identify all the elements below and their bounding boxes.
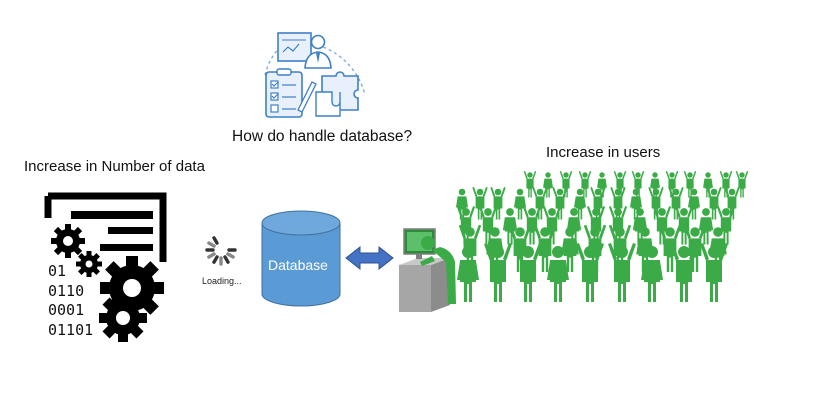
crowd-person — [583, 224, 607, 272]
crowd-person — [636, 227, 654, 272]
spinner-segment — [212, 255, 219, 264]
crowd-person — [683, 170, 697, 198]
crowd-person — [523, 170, 537, 198]
crowd-person — [641, 246, 663, 302]
crowd-person — [665, 170, 679, 198]
crowd-person — [543, 172, 553, 198]
crowd-person — [610, 187, 626, 220]
crowd-person — [490, 187, 506, 220]
loading-spinner-icon — [205, 234, 237, 266]
crowd-person — [724, 187, 740, 220]
crowd-person — [650, 172, 660, 198]
binary-line: 01 — [48, 262, 67, 280]
spinner-segment — [223, 255, 230, 264]
crowd-person — [613, 170, 627, 198]
crowd-person — [486, 227, 504, 272]
crowd-person — [514, 243, 542, 302]
crowd-person — [456, 206, 476, 245]
crowd-person — [608, 224, 632, 272]
crowd-person — [687, 188, 701, 220]
crowd-person — [706, 187, 722, 220]
database-label: Database — [268, 257, 328, 273]
crowd-person — [552, 187, 568, 220]
crowd-person — [522, 206, 542, 245]
crowd-person — [719, 170, 733, 198]
crowd-person — [532, 187, 548, 220]
crowd-person — [508, 224, 532, 272]
spinner-segment — [226, 241, 235, 248]
crowd-person — [561, 227, 579, 272]
crowd-person — [668, 187, 684, 220]
crowd-person — [578, 170, 592, 198]
crowd-person — [631, 170, 645, 198]
crowd-person — [658, 224, 682, 272]
crowd-person — [455, 188, 469, 220]
crowd-person — [458, 224, 482, 272]
crowd-person — [629, 188, 643, 220]
spinner-segment — [212, 236, 219, 245]
crowd-person — [586, 206, 606, 245]
binary-data-lines: 01 0110 0001 01101 — [48, 262, 93, 340]
crowd-person — [457, 246, 479, 302]
binary-line: 0001 — [48, 301, 85, 319]
crowd-person — [716, 206, 736, 245]
spinner-segment — [223, 236, 230, 245]
crowd-person — [547, 246, 569, 302]
crowd-person — [566, 208, 582, 245]
crowd-person — [674, 206, 694, 245]
question-heading: How do handle database? — [232, 128, 413, 145]
crowd-person — [698, 208, 714, 245]
crowd-person — [648, 187, 664, 220]
crowd-person — [670, 243, 698, 302]
crowd-person — [608, 206, 628, 245]
spinner-segment — [226, 252, 235, 259]
crowd-person — [478, 206, 498, 245]
crowd-person — [700, 243, 728, 302]
crowd-person — [533, 224, 557, 272]
crowd-person — [590, 187, 606, 220]
crowd-person — [597, 172, 607, 198]
spinner-segment — [207, 252, 216, 259]
crowd-person — [484, 243, 512, 302]
crowd-person — [608, 243, 636, 302]
crowd-person — [559, 170, 573, 198]
crowd-person — [573, 188, 587, 220]
crowd-person — [652, 206, 672, 245]
crowd-person — [513, 188, 527, 220]
loading-text: Loading... — [202, 276, 242, 286]
crowd-person — [542, 206, 562, 245]
crowd-person — [709, 227, 727, 272]
crowd-person — [472, 187, 488, 220]
binary-line: 0110 — [48, 281, 85, 300]
crowd-person — [502, 208, 518, 245]
user-growth-heading: Increase in users — [546, 144, 661, 161]
crowd-person — [703, 172, 713, 198]
data-growth-heading: Increase in Number of data — [24, 158, 205, 175]
crowd-person — [735, 170, 749, 198]
crowd-person — [683, 224, 707, 272]
crowd-person — [632, 208, 648, 245]
binary-line: 01101 — [48, 320, 94, 339]
spinner-segment — [207, 241, 216, 248]
crowd-person — [576, 243, 604, 302]
